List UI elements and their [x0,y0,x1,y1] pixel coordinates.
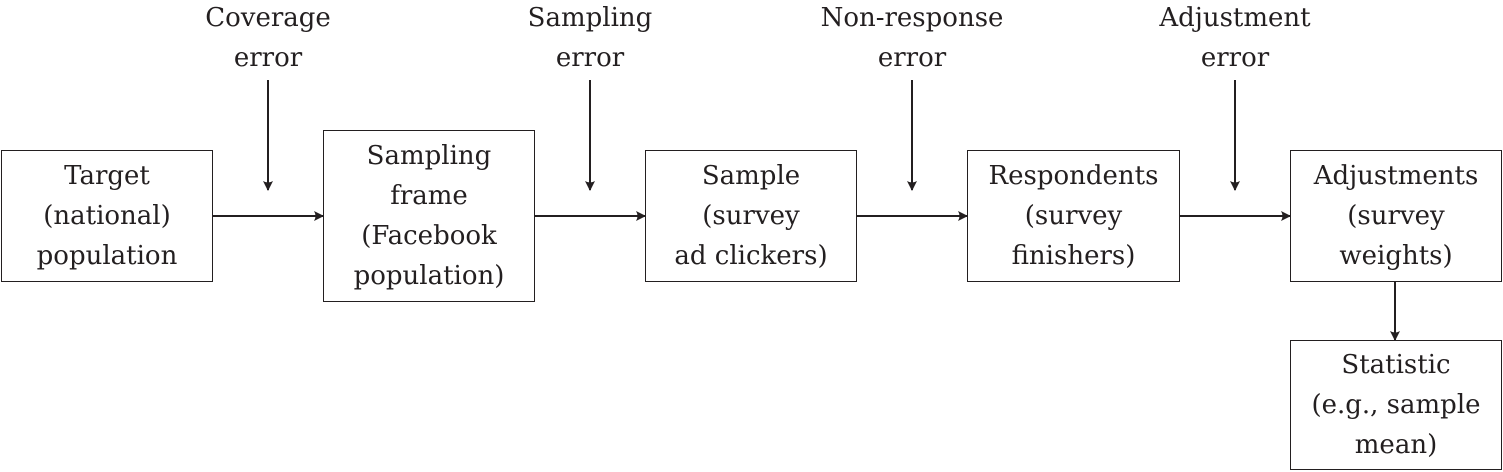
error-line: error [1200,43,1270,73]
stage-respondents: Respondents (survey finishers) [967,150,1180,282]
stage-line: weights) [1339,241,1453,271]
error-line: Coverage [205,3,331,33]
error-line: error [877,43,947,73]
stage-line: population [36,241,178,271]
stage-sampling-frame: Sampling frame (Facebook population) [323,130,535,302]
stage-sample: Sample (survey ad clickers) [645,150,857,282]
stage-line: Target [64,161,150,191]
stage-line: Adjustments [1313,161,1479,191]
stage-line: (national) [43,201,171,231]
error-label-adjustment: Adjustment error [1125,0,1345,78]
stage-line: Sampling [366,141,492,171]
stage-line: (survey [702,201,800,231]
error-line: Sampling [527,3,653,33]
stage-line: population) [353,261,505,291]
error-line: Non-response [820,3,1004,33]
stage-line: finishers) [1011,241,1136,271]
error-label-coverage: Coverage error [158,0,378,78]
stage-line: mean) [1354,430,1438,460]
error-label-non-response: Non-response error [802,0,1022,78]
stage-line: (e.g., sample [1311,390,1481,420]
error-label-sampling: Sampling error [480,0,700,78]
stage-statistic: Statistic (e.g., sample mean) [1290,340,1502,470]
stage-line: (survey [1024,201,1123,231]
error-line: Adjustment [1159,3,1311,33]
stage-line: (Facebook [361,221,497,251]
stage-line: Respondents [988,161,1159,191]
stage-line: Sample [701,161,801,191]
error-line: error [233,43,303,73]
stage-line: Statistic [1341,350,1451,380]
error-line: error [555,43,625,73]
stage-line: (survey [1347,201,1445,231]
stage-adjustments: Adjustments (survey weights) [1290,150,1502,282]
stage-line: frame [390,181,468,211]
stage-target-population: Target (national) population [1,150,213,282]
stage-line: ad clickers) [674,241,828,271]
